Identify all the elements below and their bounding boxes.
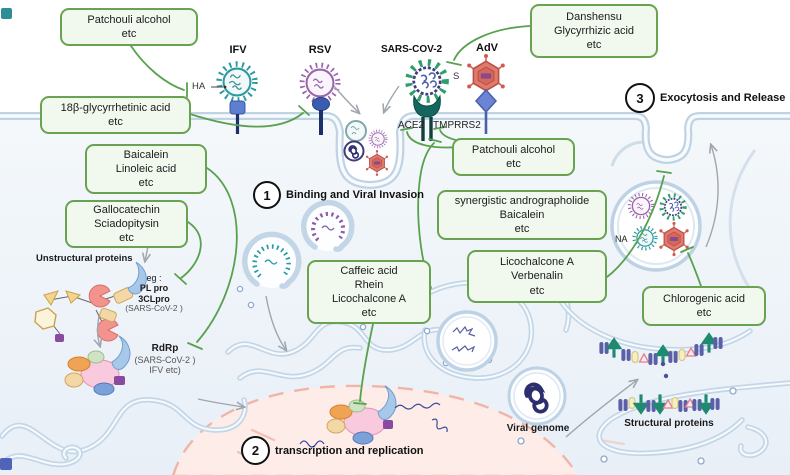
endosome-rsv (301, 199, 355, 252)
plpro-label: PL pro (139, 283, 169, 294)
plpro-paren-label: (SARS-CoV-2 ) (125, 303, 183, 314)
compound-box-caffeic: Caffeic acid Rhein Licochalcone A etc (307, 260, 431, 324)
ha-connector (211, 85, 227, 89)
rdrp-complex (64, 335, 131, 396)
s-label: S (453, 71, 460, 82)
ifv-etc-label: IFV etc) (149, 364, 181, 375)
compound-box-patchouli-top: Patchouli alcohol etc (60, 8, 198, 46)
step-1-number: 1 (253, 181, 281, 209)
receptor-ace2 (413, 94, 441, 141)
step-3-number: 3 (625, 83, 655, 113)
rdrp-label: RdRp (151, 343, 179, 354)
exocytosis-vesicle (610, 180, 702, 272)
na-label: NA (615, 234, 628, 244)
step-1-label: Binding and Viral Invasion (286, 189, 424, 201)
compound-box-baicalein-linoleic: Baicalein Linoleic acid etc (85, 144, 207, 194)
unstructural-proteins-label: Unstructural proteins (36, 253, 133, 264)
rdrp-annotation: RdRp (SARS-CoV-2 ) IFV etc) (124, 343, 206, 375)
step-3-exocytosis: 3 Exocytosis and Release (625, 83, 785, 113)
viral-genome-vesicle (507, 366, 567, 426)
unstructural-protein-chain (34, 261, 147, 342)
step-2-label: transcription and replication (275, 444, 424, 457)
ha-label: HA (192, 81, 206, 92)
step-2-replication: 2 transcription and replication (241, 436, 424, 465)
inhibition-lines (130, 25, 702, 405)
rdrp-paren-label: (SARS-CoV-2 ) (134, 354, 196, 365)
ace2-label: ACE2 (398, 120, 425, 131)
rna-replication-vesicle (436, 310, 498, 372)
polymerase-complex (299, 385, 448, 448)
step-1-binding: 1 Binding and Viral Invasion (253, 181, 424, 209)
compound-box-licochalcone: Licochalcone A Verbenalin etc (467, 250, 607, 303)
clpro-label: 3CLpro (138, 293, 170, 304)
endocytic-pit-viruses (343, 120, 389, 177)
tmprrs2-label: TMPRRS2 (433, 120, 481, 131)
compound-box-patchouli-mid: Patchouli alcohol etc (452, 138, 575, 176)
receptor-adv (474, 88, 498, 134)
receptor-ifv (229, 100, 246, 134)
protease-annotation: eg : PL pro 3CLpro (SARS-CoV-2 ) (116, 273, 192, 314)
compound-box-gallocatechin: Gallocatechin Sciadopitysin etc (65, 200, 188, 248)
step-2-number: 2 (241, 436, 270, 465)
step-3-label: Exocytosis and Release (660, 92, 786, 104)
structural-proteins-label: Structural proteins (624, 418, 714, 429)
virus-label-rsv: RSV (308, 44, 332, 56)
flow-arrows (98, 85, 719, 438)
viral-genome-label: Viral genome (506, 423, 570, 434)
corner-artifact-bottom (0, 458, 12, 470)
compound-box-danshensu: Danshensu Glycyrrhizic acid etc (530, 4, 658, 58)
structural-proteins-row-1 (599, 332, 723, 379)
compound-box-chlorogenic: Chlorogenic acid etc (642, 286, 766, 326)
virus-label-adv: AdV (476, 42, 498, 54)
compound-box-glycyrrhetinic: 18β-glycyrrhetinic acid etc (40, 96, 191, 134)
virus-label-sars: SARS-COV-2 (381, 44, 443, 55)
eg-label: eg : (146, 273, 162, 283)
compound-box-synergistic: synergistic andrographolide Baicalein et… (437, 190, 607, 240)
receptor-rsv (312, 97, 330, 135)
virus-label-ifv: IFV (229, 44, 247, 56)
corner-artifact-top (1, 8, 12, 19)
endosome-ifv (242, 231, 302, 289)
